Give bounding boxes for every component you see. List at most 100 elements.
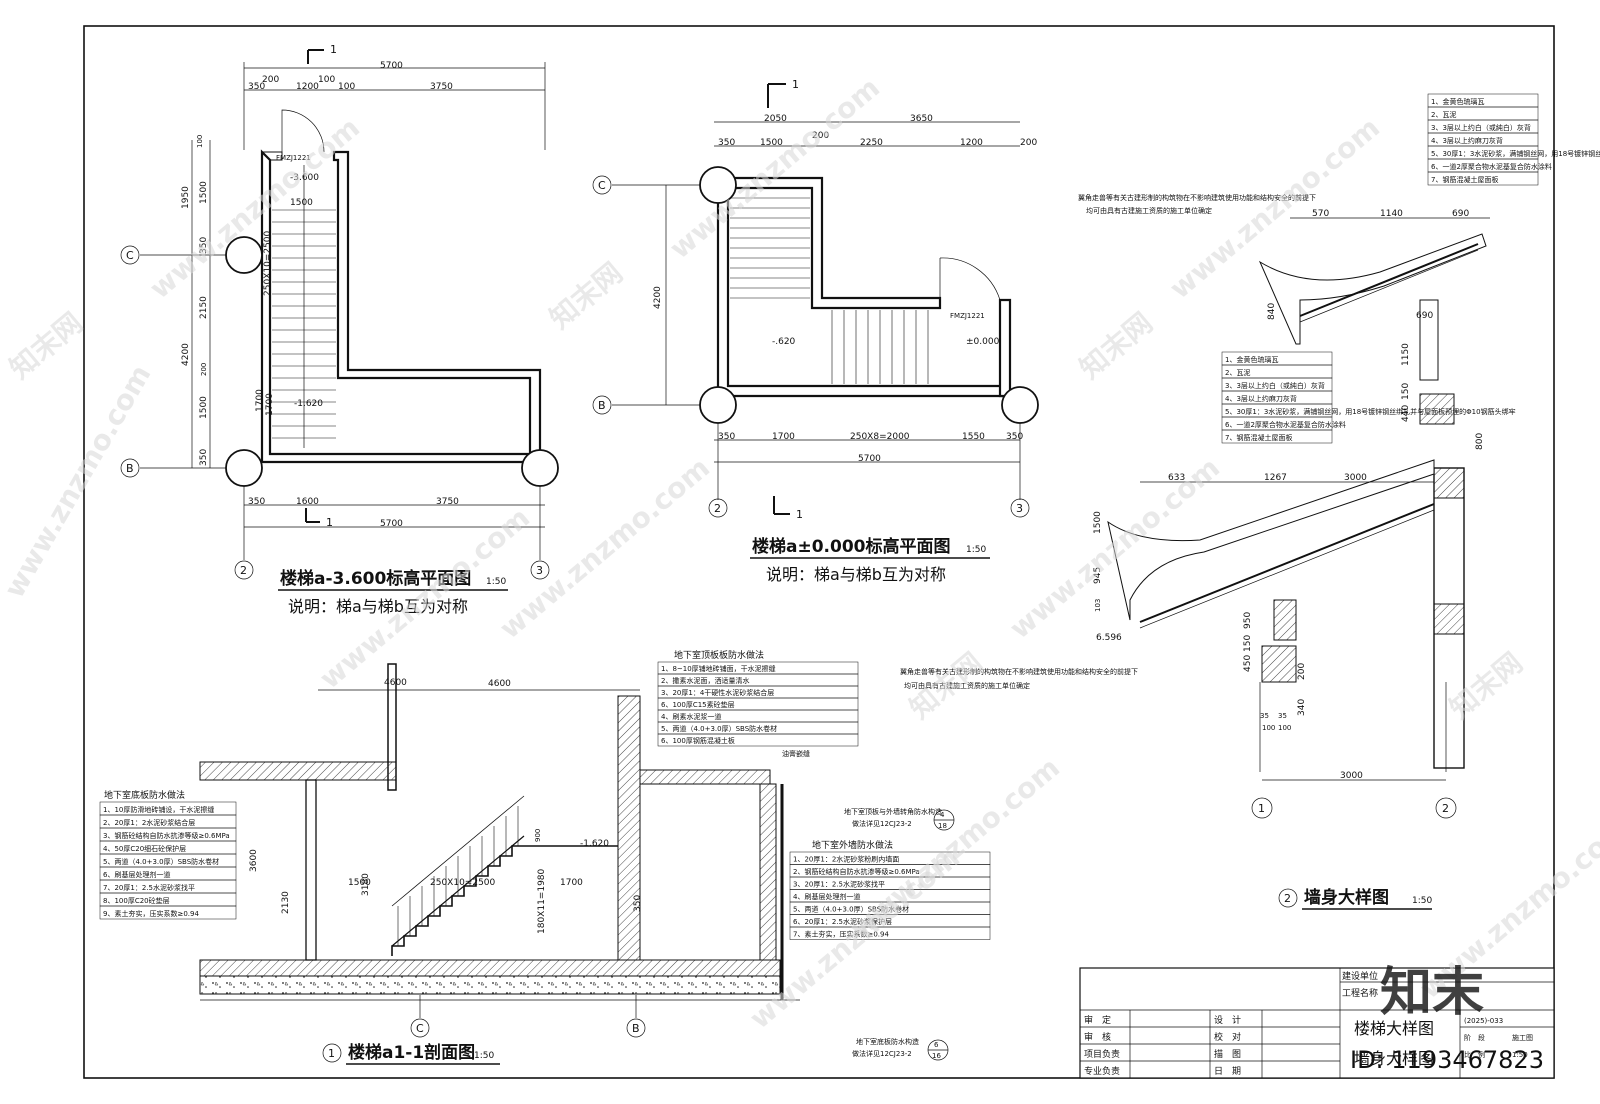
plan1-dim-bottom-total: 5700	[380, 519, 403, 529]
plan1-dim-bottom-0: 350	[248, 497, 265, 507]
plan1-axis-3: 3	[536, 564, 543, 577]
titleblock-row-mid-2: 描 图	[1214, 1048, 1241, 1060]
section-roof-title: 地下室顶板板防水做法	[674, 649, 764, 661]
wall-dim-small-3: 100	[1278, 724, 1291, 732]
plan2-scale: 1:50	[966, 545, 986, 555]
plan2-cut-mark-bottom: 1	[796, 508, 803, 521]
section-axis-b: B	[632, 1022, 640, 1035]
section-vert-2130: 2130	[281, 891, 291, 914]
wall-dim-top-0: 570	[1312, 209, 1329, 219]
wall-dim-340: 340	[1297, 699, 1307, 716]
wall-dim-bottom: 3000	[1340, 771, 1363, 781]
section-vert-3180: 3180	[361, 873, 371, 896]
wall-scale: 1:50	[1412, 896, 1432, 906]
wall-dim-mid-2: 3000	[1344, 473, 1367, 483]
plan1-dim-top-5: 3750	[430, 82, 453, 92]
section-scale: 1:50	[474, 1051, 494, 1061]
section-ref2-den: 16	[932, 1052, 941, 1060]
plan1-scale: 1:50	[486, 577, 506, 587]
section-dim-1500: 1500	[348, 878, 371, 888]
plan1-dim-bottom-2: 3750	[436, 497, 459, 507]
plan1-inner-1500: 1500	[290, 198, 313, 208]
wall-dim-small-2: 100	[1262, 724, 1275, 732]
plan2-dim-left: 4200	[653, 286, 663, 309]
floor-spec-item: 8、100厚C20砼垫层	[103, 896, 170, 905]
section-ref1-text: 地下室顶板与外墙转角防水构造	[844, 807, 942, 816]
wall-dim-150b: 150	[1243, 635, 1253, 652]
section-ref2-num: 6	[934, 1041, 939, 1049]
titleblock-row-left-2: 项目负责	[1084, 1048, 1120, 1060]
watermark-site-10: www.znzmo.com	[0, 359, 158, 603]
wall-dim-103: 103	[1094, 599, 1102, 612]
wall-spec-top-item: 5、30厚1：3水泥砂浆，满铺钢丝网，用18号镀锌钢丝绑扎并与屋面板预埋的Φ10…	[1431, 149, 1600, 158]
floor-spec-item: 7、20厚1：2.5水泥砂浆找平	[103, 883, 195, 892]
watermark-logo: 知末	[1380, 963, 1484, 1023]
watermark-site-2: www.znzmo.com	[663, 71, 886, 265]
wall-spec-mid-item: 1、金黄色琉璃瓦	[1225, 355, 1278, 364]
wall-dim-top-2: 690	[1452, 209, 1469, 219]
watermark-id: ID: 1193467823	[1350, 1046, 1544, 1074]
section-ref1-sub: 做法详见12CJ23-2	[852, 819, 912, 828]
wall-detail-drawing: 翼角走兽等有关古建形制的构筑物在不影响建筑使用功能和结构安全的前提下 均可由具有…	[900, 93, 1600, 910]
plan1-dim-bottom-1: 1600	[296, 497, 319, 507]
section-elev: -1.620	[580, 839, 609, 849]
wall-num: 2	[1284, 892, 1291, 905]
wall-spec-mid-item: 7、钢筋混凝土屋面板	[1225, 433, 1292, 442]
floor-spec-item: 4、50厚C20细石砼保护层	[103, 844, 186, 853]
floor-spec-item: 3、钢筋砼结构自防水抗渗等级≥0.6MPa	[103, 831, 230, 840]
plan2-axis-c: C	[598, 179, 606, 192]
plan2-dim-top-2: 200	[812, 131, 829, 141]
roof-spec-item: 6、100厚钢筋混凝土板	[661, 736, 735, 745]
plan1-door-label: FMZJ1221	[276, 154, 311, 162]
wall-spec-item: 1、20厚1：2水泥砂浆粉刷内墙面	[793, 855, 899, 864]
roof-spec-item: 5、两道（4.0+3.0厚）SBS防水卷材	[661, 724, 777, 733]
wall-spec-mid-item: 4、3层以上约麻刀灰背	[1225, 394, 1297, 403]
wall-dim-mid-0: 633	[1168, 473, 1185, 483]
plan2-dim-bottom-total: 5700	[858, 454, 881, 464]
titleblock-ratio-value: 1:50	[1512, 1051, 1528, 1059]
plan1-dim-top-3: 100	[318, 75, 335, 85]
plan1-dim-left-0: 100	[196, 135, 204, 148]
plan2-dim-top-b: 3650	[910, 114, 933, 124]
plan1-dim-left-3: 350	[199, 237, 209, 254]
floor-spec-row	[99, 905, 237, 920]
titleblock-row-left-3: 专业负责	[1084, 1065, 1120, 1077]
wall-spec-top-row	[1427, 171, 1539, 186]
plan1-dim-left-4: 2150	[199, 296, 209, 319]
watermark-brand-1: 知末网	[3, 306, 89, 385]
wall-axis-2: 2	[1442, 802, 1449, 815]
plan1-axis-b: B	[126, 462, 134, 475]
wall-spec-top-item: 7、钢筋混凝土屋面板	[1431, 175, 1498, 184]
wall-dim-150: 150	[1401, 383, 1411, 400]
plan1-dim-left-2: 1500	[199, 181, 209, 204]
wall-dim-small-1: 35	[1278, 712, 1287, 720]
wall-dim-small-0: 35	[1260, 712, 1269, 720]
plan1-axis-2: 2	[240, 564, 247, 577]
section-dim-1700: 1700	[560, 878, 583, 888]
titleblock-row-mid-0: 设 计	[1214, 1014, 1241, 1026]
plan1-dim-top-2: 1200	[296, 82, 319, 92]
section-dim-top-2: 4600	[488, 679, 511, 689]
wall-dim-1150: 1150	[1401, 343, 1411, 366]
plan1-dim-top-1: 200	[262, 75, 279, 85]
section-stair-h: 250X10=2500	[430, 878, 496, 888]
roof-spec-row	[657, 733, 859, 747]
roof-spec-item: 2、撒素水泥面，洒适量清水	[661, 676, 749, 685]
wall-note-top: 翼角走兽等有关古建形制的构筑物在不影响建筑使用功能和结构安全的前提下	[1078, 193, 1316, 202]
titleblock-row-mid-3: 日 期	[1214, 1066, 1241, 1077]
wall-dim-450: 450	[1243, 655, 1253, 672]
plan2-door-label: FMZJ1221	[950, 312, 985, 320]
plan1-dim-top-4: 100	[338, 82, 355, 92]
wall-dim-1500: 1500	[1093, 511, 1103, 534]
watermark-site-1: www.znzmo.com	[143, 111, 366, 305]
plan2-axis-2: 2	[714, 502, 721, 515]
plan1-title: 楼梯a-3.600标高平面图	[280, 568, 471, 589]
titleblock-stage-label: 阶 段	[1464, 1033, 1485, 1042]
wall-elev: 6.596	[1096, 633, 1122, 643]
wall-spec-mid-item: 3、3层以上约白（或純白）灰背	[1225, 381, 1325, 390]
plan1-drawing: 1 5700 350 200 1200 100 100 3750 FMZJ122…	[120, 43, 559, 616]
section-ref1-num: 4	[940, 811, 945, 819]
plan1-note: 说明：梯a与梯b互为对称	[288, 597, 468, 616]
floor-spec-item: 9、素土夯实，压实系数≥0.94	[103, 909, 199, 918]
wall-note-mid: 翼角走兽等有关古建形制的构筑物在不影响建筑使用功能和结构安全的前提下	[900, 667, 1138, 676]
